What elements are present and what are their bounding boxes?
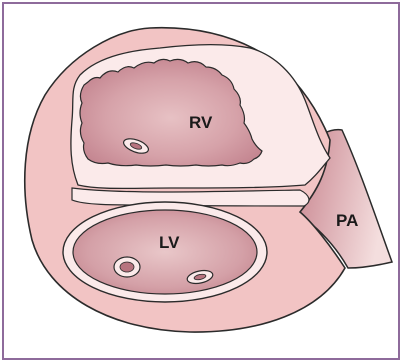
rv-label: RV [189,113,213,132]
pa-label: PA [336,211,358,230]
left-ventricle-cavity [73,210,257,294]
lv-label: LV [159,233,180,252]
lv-papillary-muscle-left [114,257,140,277]
